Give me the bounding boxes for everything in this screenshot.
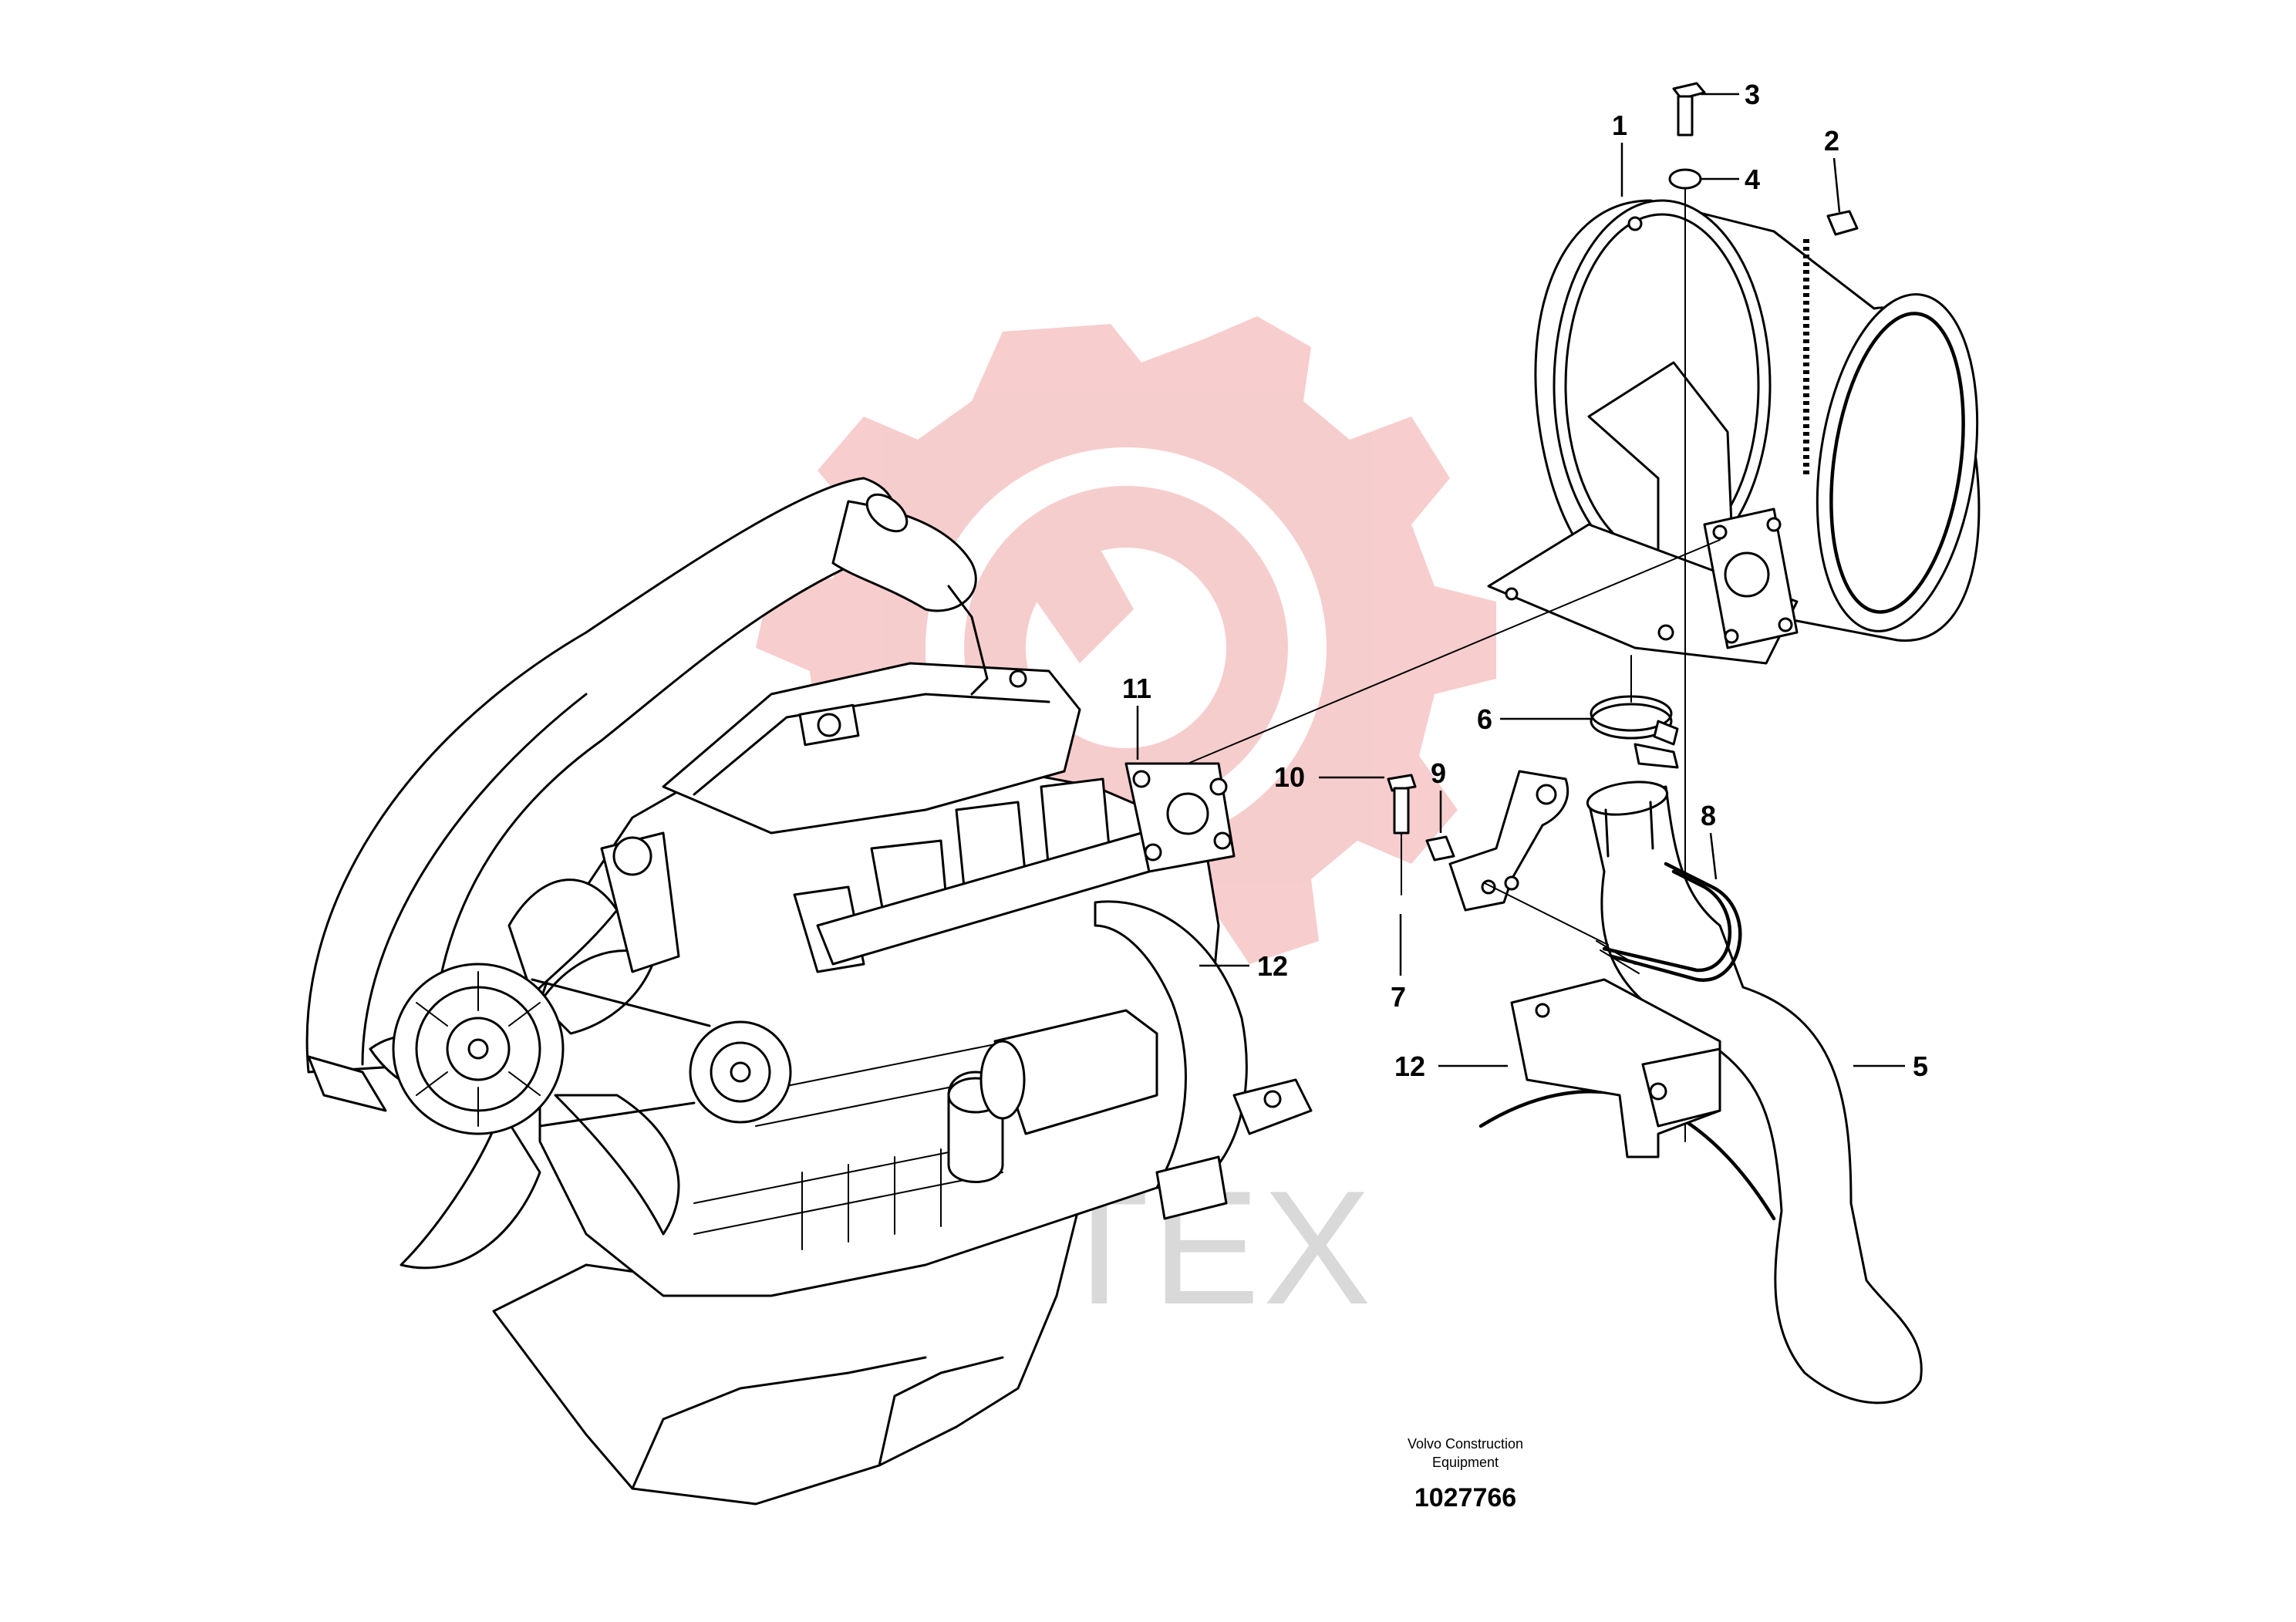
callout-6[interactable]: 6 [1477,703,1492,735]
washer-4 [1668,168,1702,190]
callout-1[interactable]: 1 [1612,110,1627,141]
callout-3[interactable]: 3 [1745,79,1760,110]
nut-9 [1425,835,1455,862]
drawing-number: 1027766 [1414,1483,1516,1512]
company-name-line1: Volvo Construction [1408,1436,1523,1452]
nut-2 [1826,210,1859,236]
cooling-fan [369,878,680,1270]
callout-5[interactable]: 5 [1913,1050,1928,1082]
hose-clamp-6 [1590,695,1679,769]
callout-7[interactable]: 7 [1391,981,1406,1013]
callouts: 1 2 3 4 6 11 10 9 8 7 12 12 5 [1122,79,1928,1082]
muffler [1487,199,1981,665]
exhaust-manifold [793,762,1236,973]
assembly-line-flange [1187,539,1721,764]
flywheel-housing-part-12 [1478,978,1776,1221]
assembly-line-bracket [1484,882,1609,946]
callout-10[interactable]: 10 [1274,761,1305,793]
callout-4[interactable]: 4 [1745,164,1760,195]
company-name-line2: Equipment [1432,1455,1499,1470]
callout-11[interactable]: 11 [1122,673,1151,704]
callout-8[interactable]: 8 [1701,800,1716,831]
u-bolt-8 [1596,862,1742,982]
bolt-3 [1672,82,1706,137]
callout-2[interactable]: 2 [1824,125,1839,157]
callout-12-engine[interactable]: 12 [1257,950,1288,982]
bracket-7 [1448,770,1569,912]
drawing-footer: Volvo Construction Equipment 1027766 [1408,1436,1523,1512]
callout-9[interactable]: 9 [1431,757,1446,789]
callout-12-lower[interactable]: 12 [1394,1050,1425,1082]
